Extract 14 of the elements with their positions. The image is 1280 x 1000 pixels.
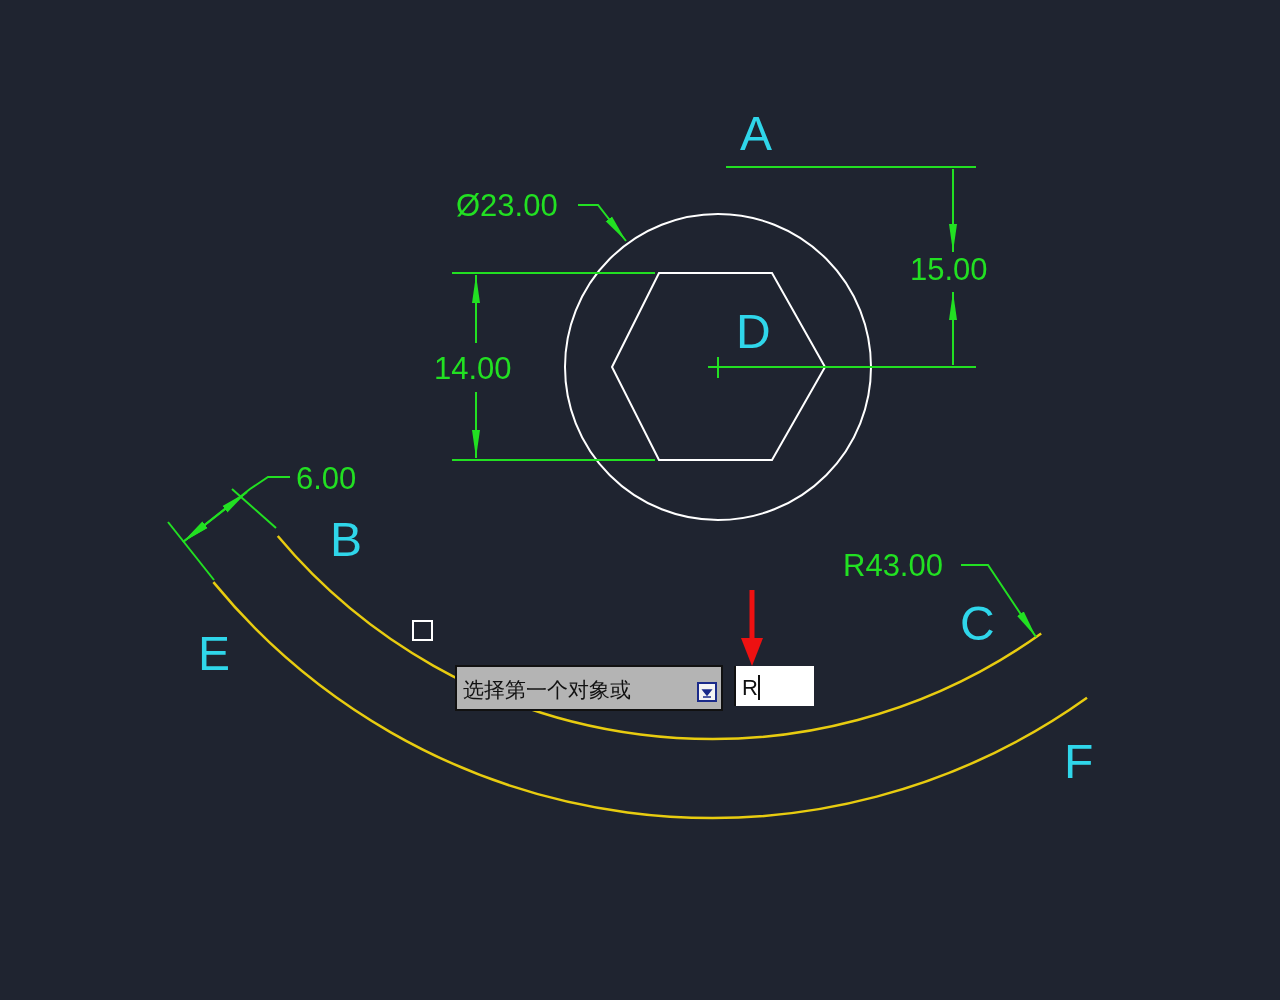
point-label: C — [960, 600, 995, 648]
dimension-text: 6.00 — [296, 463, 357, 494]
point-label: B — [330, 516, 362, 564]
point-label: E — [198, 630, 230, 678]
point-label: D — [736, 308, 771, 356]
dimension-text: 15.00 — [910, 254, 988, 285]
point-label: A — [740, 110, 772, 158]
point-label: F — [1064, 738, 1094, 786]
arrow — [741, 590, 763, 666]
dimension-text: Ø23.00 — [456, 190, 558, 221]
input-field: R — [734, 666, 814, 706]
command-prompt: 选择第一个对象或 — [455, 665, 723, 711]
dimension-text: R43.00 — [843, 550, 943, 581]
dimension-text: 14.00 — [434, 353, 512, 384]
